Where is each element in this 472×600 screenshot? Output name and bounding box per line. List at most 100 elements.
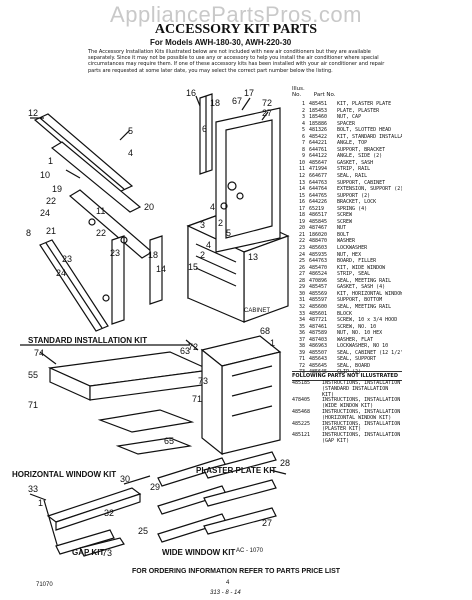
part-no: 487467 bbox=[309, 225, 328, 232]
svg-text:29: 29 bbox=[150, 482, 160, 492]
svg-text:30: 30 bbox=[120, 474, 130, 484]
svg-text:16: 16 bbox=[186, 88, 196, 98]
svg-text:68: 68 bbox=[260, 326, 270, 336]
part-no: 485600 bbox=[309, 303, 328, 310]
illus-no: 29 bbox=[298, 284, 305, 291]
ordering-footer: FOR ORDERING INFORMATION REFER TO PARTS … bbox=[131, 568, 341, 575]
parts-row: 33 485601 BLOCK bbox=[292, 311, 402, 318]
part-description: LOCKWASHER bbox=[337, 245, 368, 252]
part-no: 485569 bbox=[309, 290, 328, 297]
illus-no: 27 bbox=[298, 271, 305, 278]
illus-no: 35 bbox=[298, 323, 305, 330]
part-no: 485457 bbox=[309, 284, 328, 291]
part-description: STRIP, RAIL bbox=[337, 166, 371, 173]
svg-text:8: 8 bbox=[26, 228, 31, 238]
part-description: GASKET, SASH (4) bbox=[337, 284, 386, 291]
part-no: 485601 bbox=[309, 310, 328, 317]
svg-text:21: 21 bbox=[46, 226, 56, 236]
parts-list-header: Illus. No. Part No. bbox=[292, 86, 384, 98]
part-no: 644122 bbox=[309, 153, 328, 160]
part-description: ANGLE, SIDE (2) bbox=[337, 153, 383, 160]
svg-text:18: 18 bbox=[148, 250, 158, 260]
part-no: 487461 bbox=[309, 323, 328, 330]
part-description: SPACER bbox=[337, 120, 356, 127]
illus-no: 38 bbox=[298, 343, 305, 350]
svg-text:4: 4 bbox=[210, 202, 215, 212]
svg-text:65: 65 bbox=[164, 436, 174, 446]
illus-no: 4 bbox=[301, 120, 305, 127]
svg-text:4: 4 bbox=[206, 240, 211, 250]
part-description: SEAL, BOARD bbox=[337, 362, 371, 369]
ac-code: AC - 1070 bbox=[236, 548, 264, 554]
illus-no: 10 bbox=[298, 159, 305, 166]
svg-text:19: 19 bbox=[52, 184, 62, 194]
part-description: INSTRUCTIONS, INSTALLATION (GAP KIT) bbox=[322, 432, 401, 444]
svg-text:10: 10 bbox=[40, 170, 50, 180]
part-description: PLATE, PLASTER bbox=[337, 107, 380, 114]
part-description: CLIP (2) bbox=[337, 369, 362, 376]
illus-no: 8 bbox=[301, 146, 305, 153]
part-description: INSTRUCTIONS, INSTALLATION (PLASTER KIT) bbox=[322, 420, 401, 433]
illus-no: 16 bbox=[298, 199, 305, 206]
illus-no: 15 bbox=[298, 192, 305, 199]
svg-text:2: 2 bbox=[218, 218, 223, 228]
illus-no: 34 bbox=[298, 317, 305, 324]
part-description: ANGLE, TOP bbox=[337, 140, 368, 147]
part-no: 481326 bbox=[309, 127, 328, 134]
standard-installation-kit-label: STANDARD INSTALLATION KIT bbox=[28, 336, 148, 345]
part-description: SEAL, CABINET (12 1/2") bbox=[337, 349, 402, 356]
part-no: 185460 bbox=[309, 114, 328, 121]
illus-no: 28 bbox=[298, 277, 305, 284]
header-part-no: Part No. bbox=[313, 92, 336, 98]
part-no: 186020 bbox=[309, 231, 328, 238]
part-description: SEAL, MEETING RAIL bbox=[337, 303, 392, 310]
part-no: 485422 bbox=[309, 133, 328, 140]
illus-no: 17 bbox=[298, 205, 305, 212]
svg-text:33: 33 bbox=[28, 484, 38, 494]
part-no: 485647 bbox=[309, 159, 328, 166]
illus-no: 36 bbox=[298, 330, 305, 337]
part-no: 471994 bbox=[309, 166, 328, 173]
illus-no: 9 bbox=[301, 153, 305, 160]
illus-no: 23 bbox=[298, 245, 305, 252]
part-description: STRIP, SEAL bbox=[337, 271, 371, 278]
illus-no: 14 bbox=[298, 186, 305, 193]
illus-no: 25 bbox=[298, 258, 305, 265]
illus-no: 33 bbox=[298, 310, 305, 317]
part-no: 664677 bbox=[309, 173, 328, 180]
part-no: 487589 bbox=[309, 330, 328, 337]
part-description: BLOCK bbox=[337, 310, 353, 317]
part-no: 470896 bbox=[309, 277, 328, 284]
part-description: INSTRUCTIONS, INSTALLATION (HORIZONTAL W… bbox=[322, 408, 401, 421]
part-description: INSTRUCTIONS, INSTALLATION (STANDARD INS… bbox=[322, 380, 401, 398]
svg-text:55: 55 bbox=[28, 370, 38, 380]
part-description: EXTENSION, SUPPORT (2) bbox=[337, 186, 402, 193]
illus-no: 5 bbox=[301, 127, 305, 134]
part-description: SEAL, RAIL bbox=[337, 173, 368, 180]
svg-text:72: 72 bbox=[262, 98, 272, 108]
part-description: SCREW, 10 x 3/4 HOOD bbox=[337, 317, 398, 324]
part-no: 65219 bbox=[309, 205, 325, 212]
part-description: SCREW bbox=[337, 212, 353, 219]
svg-text:27: 27 bbox=[262, 518, 272, 528]
svg-text:17: 17 bbox=[244, 88, 254, 98]
svg-text:74: 74 bbox=[34, 348, 44, 358]
illus-no: 73 bbox=[298, 369, 305, 376]
part-no: 644763 bbox=[309, 179, 328, 186]
form-code: 71070 bbox=[36, 582, 53, 588]
watermark: AppliancePartsPros.com bbox=[110, 2, 362, 27]
part-description: SUPPORT, BRACKET bbox=[337, 146, 386, 153]
svg-text:28: 28 bbox=[280, 458, 290, 468]
